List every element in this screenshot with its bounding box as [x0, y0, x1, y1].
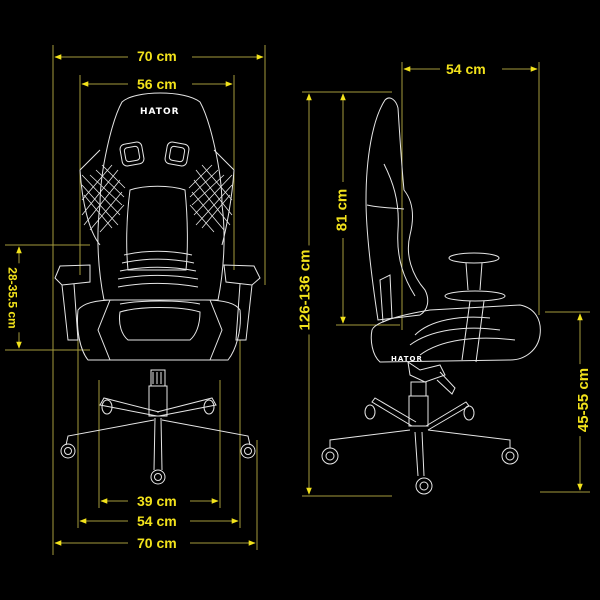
- total-height-label: 126-136 cm: [296, 245, 314, 335]
- depth-label: 54 cm: [442, 61, 490, 77]
- seat-height-label: 45-55 cm: [575, 363, 593, 437]
- side-brand-logo: HATOR: [391, 355, 423, 363]
- front-overall-width-label: 70 cm: [133, 48, 181, 64]
- side-view-chair: [321, 97, 541, 495]
- seat-width-label: 39 cm: [133, 493, 181, 509]
- front-brand-logo: HATOR: [140, 107, 180, 117]
- backrest-width-label: 56 cm: [133, 76, 181, 92]
- base-inner-width-label: 54 cm: [133, 513, 181, 529]
- armrest-height-label: 28-35.5 cm: [4, 263, 21, 333]
- backrest-height-label: 81 cm: [333, 184, 351, 236]
- side-dimension-lines: [302, 62, 590, 497]
- front-view-chair: [54, 92, 261, 485]
- base-width-label: 70 cm: [133, 535, 181, 551]
